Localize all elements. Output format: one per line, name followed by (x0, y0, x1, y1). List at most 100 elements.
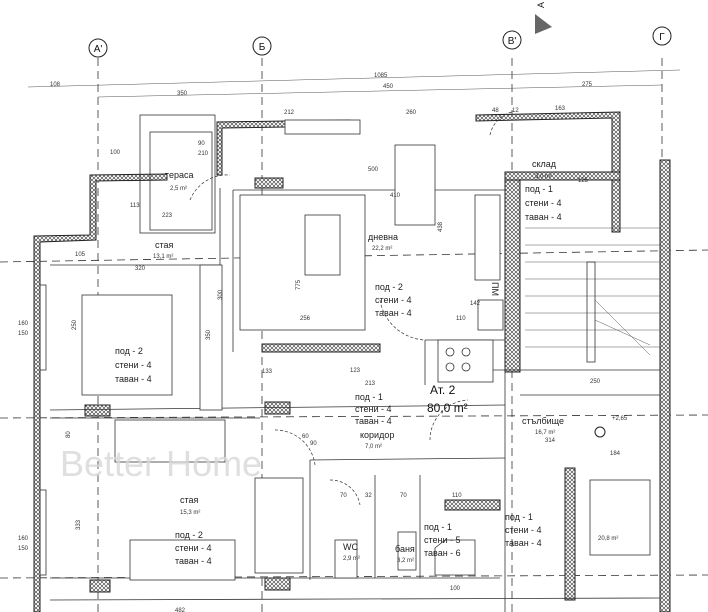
axis-label: Г (659, 32, 665, 43)
dimension-label: 212 (284, 110, 295, 116)
room-floor: под - 1 (525, 184, 553, 194)
apartment-area: 80,0 m² (427, 401, 468, 415)
dimension-label: 223 (162, 213, 173, 219)
dimension-label: 482 (175, 608, 186, 612)
watermark: Better Home (60, 443, 262, 484)
section-marker: А (536, 2, 546, 8)
room-walls: стени - 4 (355, 404, 392, 414)
room-name: стая (155, 240, 174, 250)
dimension-label: 350 (206, 329, 212, 340)
dimension-label: 275 (582, 82, 593, 88)
room-area: 3,2 m² (397, 558, 414, 564)
room-name: стълбище (522, 416, 564, 426)
dimension-label: 125 (578, 178, 589, 184)
bed (81, 294, 173, 396)
dimension-label: 32 (365, 493, 372, 499)
room-name: коридор (360, 430, 394, 440)
dimension-label: 213 (365, 381, 376, 387)
room-area: 20,8 m² (598, 536, 618, 542)
dimension-label: 70 (340, 493, 347, 499)
furniture (39, 119, 651, 581)
dimension-label: 48 (492, 108, 499, 114)
wardrobe (254, 477, 304, 574)
dimension-label: 163 (555, 106, 566, 112)
room-name: WC (343, 542, 358, 552)
room-ceiling: таван - 4 (115, 374, 152, 384)
dimension-label: 250 (590, 379, 601, 385)
room-walls: стени - 4 (175, 543, 212, 553)
room-area: 13,1 m² (153, 254, 173, 260)
dimension-label: 410 (390, 193, 401, 199)
dimension-label: 105 (75, 252, 86, 258)
dimension-label: 110 (452, 493, 462, 499)
dimension-label: 142 (470, 301, 481, 307)
sofa (239, 194, 366, 331)
axis-label: А' (94, 44, 103, 55)
dimension-label: 80 (66, 431, 72, 438)
dimension-label: 60 (302, 434, 309, 440)
wardrobe (199, 264, 223, 411)
dimension-label: 90 (198, 141, 205, 147)
dimension-label: 184 (610, 451, 621, 457)
dimension-label: 108 (50, 82, 61, 88)
level-marker-icon (594, 426, 606, 438)
dimension-label: 160 (18, 536, 29, 542)
room-ceiling: таван - 6 (424, 548, 461, 558)
room-walls: стени - 4 (115, 360, 152, 370)
toilet (334, 539, 358, 579)
dimension-label: 133 (262, 369, 273, 375)
dimension-label: 150 (18, 546, 29, 552)
room-floor: под - 2 (115, 346, 143, 356)
room-floor: под - 2 (375, 282, 403, 292)
dining-table (394, 144, 436, 226)
stove (437, 339, 494, 383)
kitchen-counter (474, 194, 501, 281)
dimension-label: 110 (456, 316, 466, 322)
room-area: 2,9 m² (343, 556, 360, 562)
axis-label: В' (508, 36, 517, 47)
room-area: 16,7 m² (535, 430, 555, 436)
dimension-label: 333 (76, 519, 82, 530)
level-mark: +2,65 (612, 416, 628, 422)
room-ceiling: таван - 4 (505, 538, 542, 548)
room-walls: стени - 4 (505, 525, 542, 535)
staircase-steps (525, 227, 660, 363)
dimension-label: 450 (383, 84, 394, 90)
room-area: 2,5 m² (170, 186, 187, 192)
fixture-label: ПМ (490, 282, 500, 296)
room-ceiling: таван - 4 (355, 416, 392, 426)
section-arrow-icon (535, 14, 552, 34)
dimension-label: 100 (450, 586, 461, 592)
doors (189, 111, 513, 506)
room-name: тераса (165, 170, 194, 180)
bath-tub (397, 531, 417, 571)
dimension-label: 320 (135, 266, 146, 272)
dimension-label: 123 (350, 368, 361, 374)
lift-cabin (589, 479, 651, 556)
room-ceiling: таван - 4 (175, 556, 212, 566)
bed (129, 539, 236, 581)
dimension-lines (27, 69, 681, 98)
axis-label: Б (259, 42, 266, 53)
room-name: дневна (368, 232, 398, 242)
dimension-label: 90 (310, 441, 317, 447)
room-floor: под - 1 (424, 522, 452, 532)
dimension-label: 256 (300, 316, 311, 322)
dimension-label: 160 (18, 321, 29, 327)
dimension-labels: 108 1085 450 275 350 100 212 260 500 48 … (18, 73, 621, 612)
dimension-label: 70 (400, 493, 407, 499)
dimension-label: 113 (130, 203, 140, 209)
dimension-label: 260 (406, 110, 417, 116)
dimension-label: 250 (72, 319, 78, 330)
dimension-label: 775 (296, 279, 302, 290)
room-area: 22,2 m² (372, 246, 392, 252)
room-walls: стени - 4 (525, 198, 562, 208)
dimension-label: 12 (512, 108, 519, 114)
dimension-label: 350 (177, 91, 188, 97)
window-bench (284, 119, 361, 135)
dimension-label: 438 (438, 221, 444, 232)
room-ceiling: таван - 4 (375, 308, 412, 318)
dimension-label: 150 (18, 331, 29, 337)
apartment-label: Ат. 2 (430, 383, 456, 397)
